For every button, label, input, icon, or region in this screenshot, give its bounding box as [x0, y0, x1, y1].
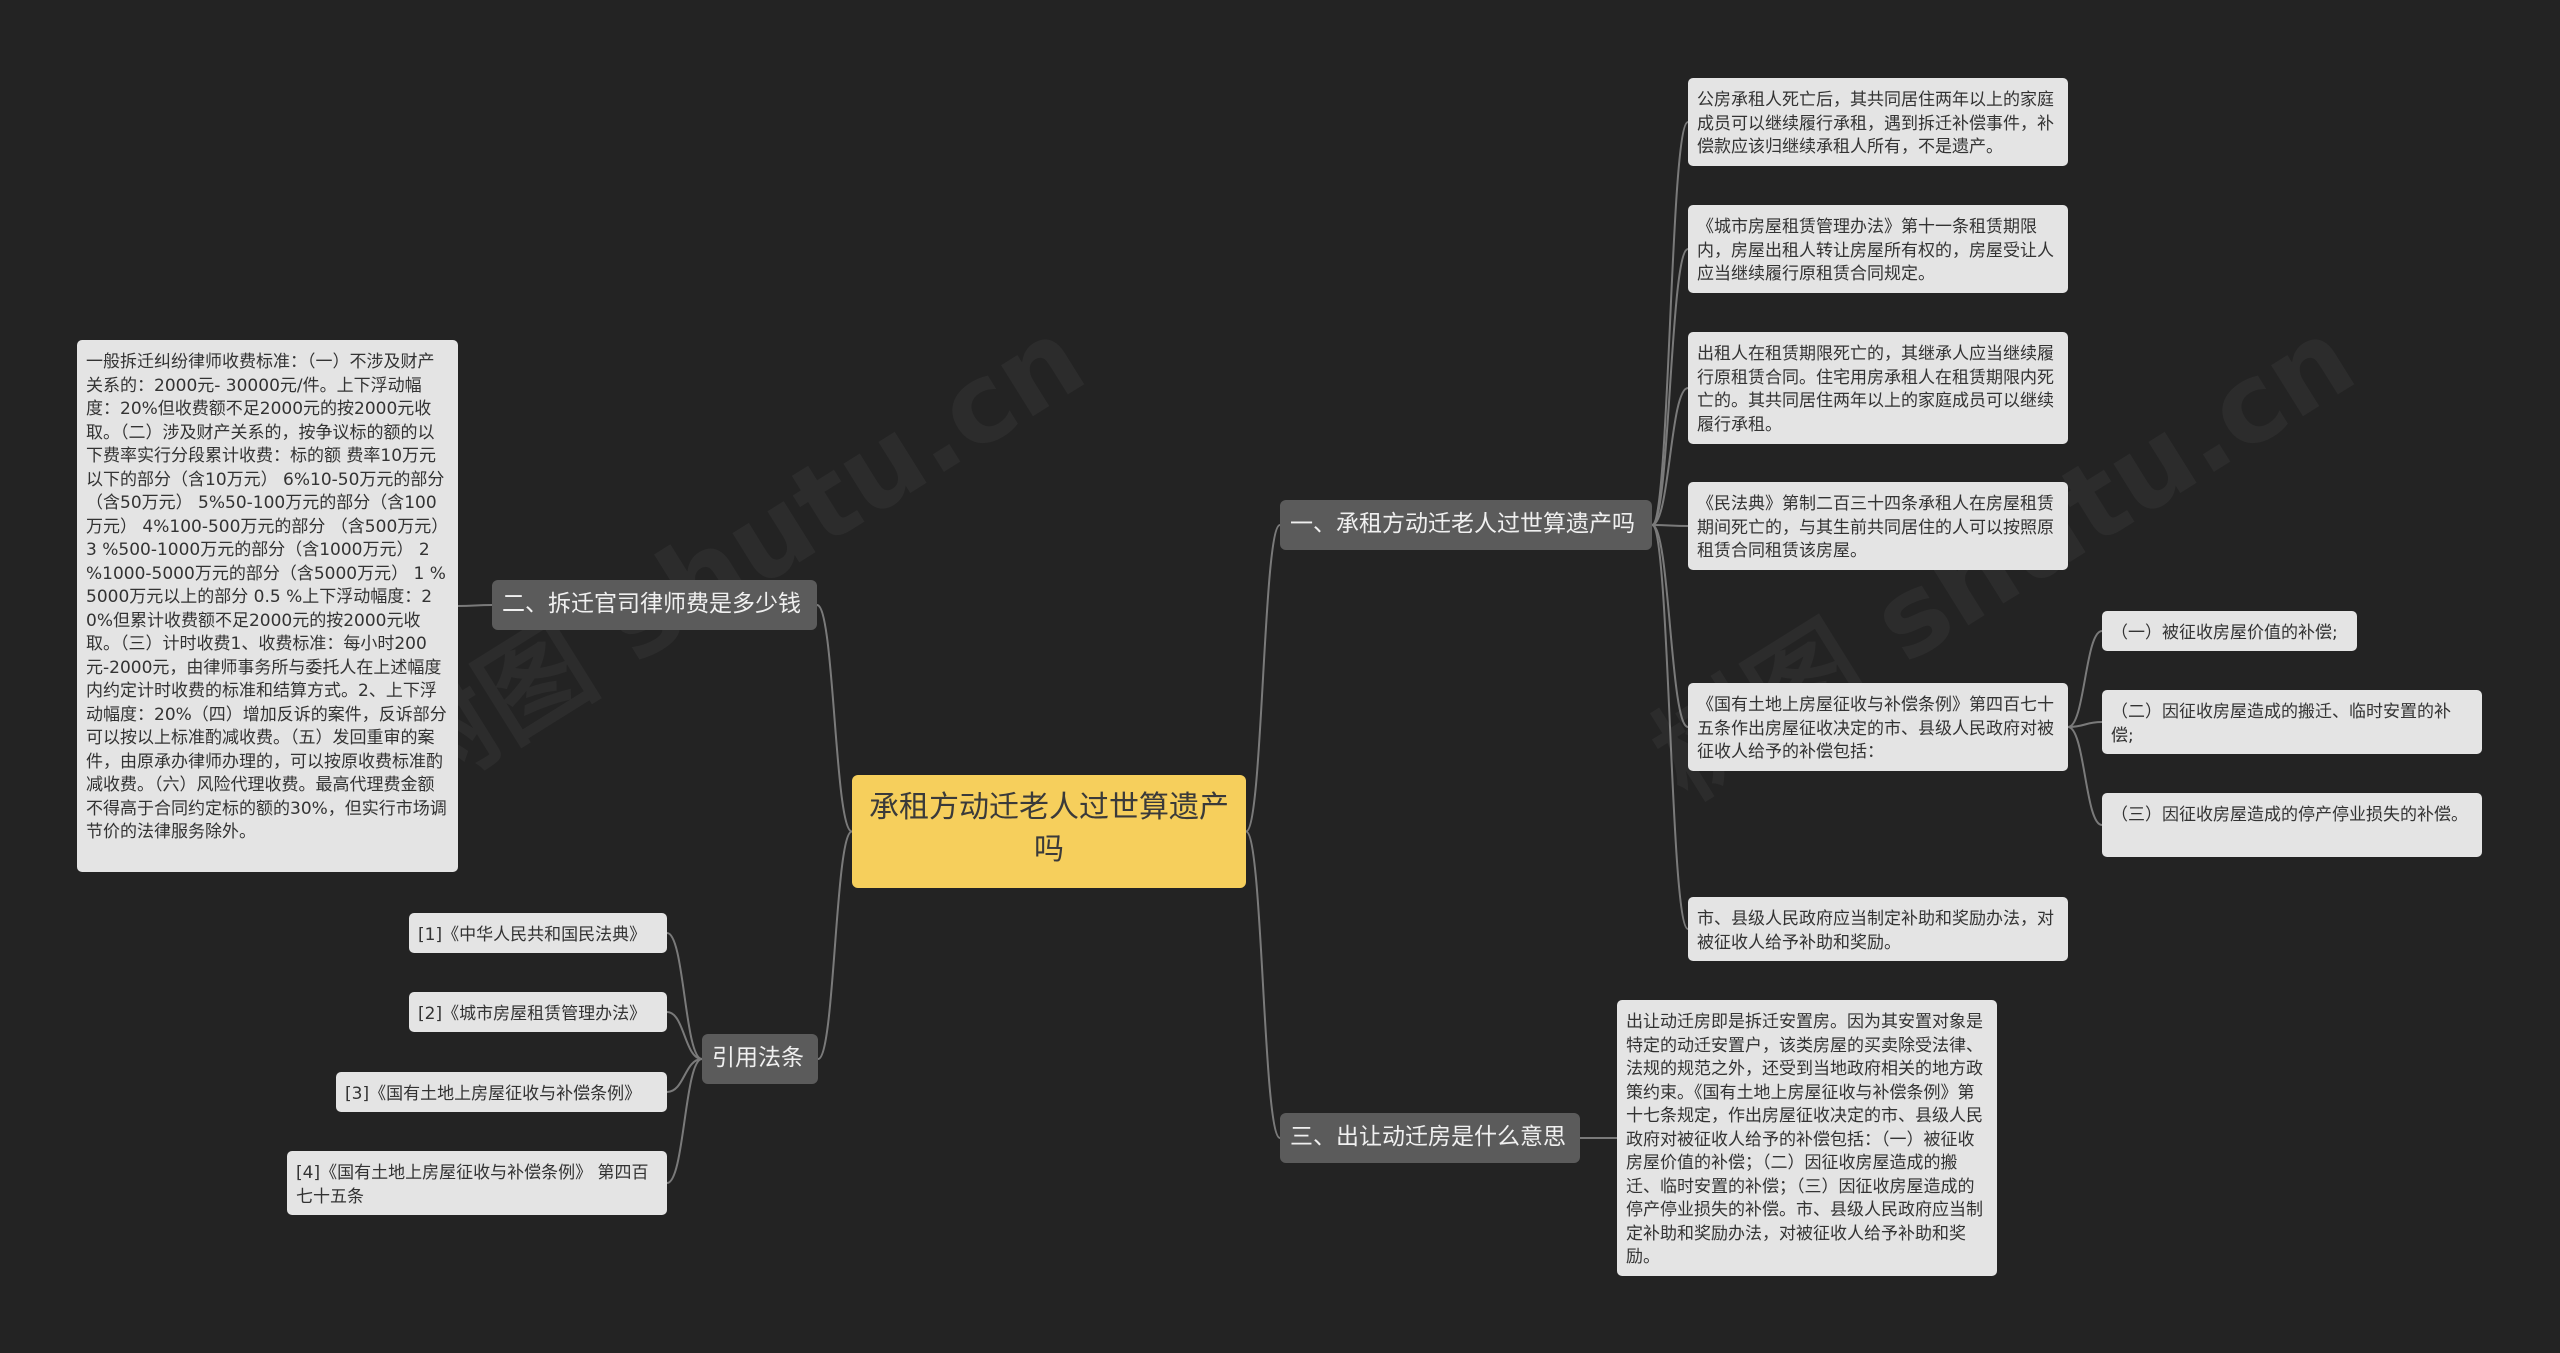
leaf-lessor-death[interactable]: 出租人在租赁期限死亡的，其继承人应当继续履行原租赁合同。住宅用房承租人在租赁期限…	[1688, 332, 2068, 444]
branch-inheritance-label: 一、承租方动迁老人过世算遗产吗	[1290, 511, 1635, 537]
sub-relocation-text: （二）因征收房屋造成的搬迁、临时安置的补偿;	[2111, 702, 2451, 746]
leaf-lawyer-fee-standard-text: 一般拆迁纠纷律师收费标准：（一）不涉及财产关系的：2000元- 30000元/件…	[86, 352, 449, 842]
sub-business-loss[interactable]: （三）因征收房屋造成的停产停业损失的补偿。	[2102, 793, 2482, 857]
leaf-civil-code[interactable]: 《民法典》第制二百三十四条承租人在房屋租赁期间死亡的，与其生前共同居住的人可以按…	[1688, 482, 2068, 570]
leaf-subsidy-rewards[interactable]: 市、县级人民政府应当制定补助和奖励办法，对被征收人给予补助和奖励。	[1688, 897, 2068, 961]
connector-line	[666, 932, 703, 1060]
ref-expropriation-regulation[interactable]: [3]《国有土地上房屋征收与补偿条例》	[336, 1072, 667, 1112]
connector-line	[816, 604, 853, 833]
connector-line	[1651, 387, 1689, 526]
connector-line	[666, 1011, 703, 1060]
leaf-subsidy-rewards-text: 市、县级人民政府应当制定补助和奖励办法，对被征收人给予补助和奖励。	[1697, 909, 2054, 953]
connector-line	[817, 830, 853, 1060]
branch-lawyer-fee-label: 二、拆迁官司律师费是多少钱	[502, 591, 801, 617]
leaf-tenant-death-text: 公房承租人死亡后，其共同居住两年以上的家庭成员可以继续履行承租，遇到拆迁补偿事件…	[1697, 90, 2054, 157]
sub-business-loss-text: （三）因征收房屋造成的停产停业损失的补偿。	[2111, 805, 2468, 825]
ref-lease-regulation[interactable]: [2]《城市房屋租赁管理办法》	[409, 992, 667, 1032]
leaf-lease-regulation[interactable]: 《城市房屋租赁管理办法》第十一条租赁期限内，房屋出租人转让房屋所有权的，房屋受让…	[1688, 205, 2068, 293]
leaf-expropriation-regulation[interactable]: 《国有土地上房屋征收与补偿条例》第四百七十五条作出房屋征收决定的市、县级人民政府…	[1688, 683, 2068, 771]
connector-line	[1651, 524, 1689, 527]
leaf-lessor-death-text: 出租人在租赁期限死亡的，其继承人应当继续履行原租赁合同。住宅用房承租人在租赁期限…	[1697, 344, 2054, 435]
branch-lawyer-fee[interactable]: 二、拆迁官司律师费是多少钱	[492, 580, 817, 630]
branch-transfer-housing[interactable]: 三、出让动迁房是什么意思	[1280, 1113, 1580, 1163]
branch-inheritance[interactable]: 一、承租方动迁老人过世算遗产吗	[1280, 500, 1652, 550]
connector-line	[2067, 726, 2103, 826]
sub-relocation[interactable]: （二）因征收房屋造成的搬迁、临时安置的补偿;	[2102, 690, 2482, 754]
ref-civil-code[interactable]: [1]《中华人民共和国民法典》	[409, 913, 667, 953]
connector-line	[2067, 630, 2103, 728]
connector-line	[2067, 721, 2103, 728]
root-topic-text: 承租方动迁老人过世算遗产吗	[869, 790, 1229, 867]
leaf-transfer-housing-detail[interactable]: 出让动迁房即是拆迁安置房。因为其安置对象是特定的动迁安置户，该类房屋的买卖除受法…	[1617, 1000, 1997, 1276]
connector-line	[1651, 524, 1689, 930]
connector-line	[457, 604, 493, 607]
leaf-tenant-death[interactable]: 公房承租人死亡后，其共同居住两年以上的家庭成员可以继续履行承租，遇到拆迁补偿事件…	[1688, 78, 2068, 166]
ref-expropriation-article-text: [4]《国有土地上房屋征收与补偿条例》 第四百七十五条	[296, 1163, 649, 1207]
leaf-lawyer-fee-standard[interactable]: 一般拆迁纠纷律师收费标准：（一）不涉及财产关系的：2000元- 30000元/件…	[77, 340, 458, 872]
root-topic[interactable]: 承租方动迁老人过世算遗产吗	[852, 775, 1246, 888]
leaf-expropriation-regulation-text: 《国有土地上房屋征收与补偿条例》第四百七十五条作出房屋征收决定的市、县级人民政府…	[1697, 695, 2054, 762]
connector-line	[666, 1058, 703, 1184]
ref-civil-code-text: [1]《中华人民共和国民法典》	[418, 925, 647, 945]
branch-cited-laws[interactable]: 引用法条	[702, 1034, 818, 1084]
connector-line	[1651, 524, 1689, 728]
leaf-lease-regulation-text: 《城市房屋租赁管理办法》第十一条租赁期限内，房屋出租人转让房屋所有权的，房屋受让…	[1697, 217, 2054, 284]
ref-expropriation-article[interactable]: [4]《国有土地上房屋征收与补偿条例》 第四百七十五条	[287, 1151, 667, 1215]
leaf-civil-code-text: 《民法典》第制二百三十四条承租人在房屋租赁期间死亡的，与其生前共同居住的人可以按…	[1697, 494, 2054, 561]
connector-line	[1245, 524, 1281, 833]
sub-house-value-text: （一）被征收房屋价值的补偿;	[2111, 623, 2338, 643]
sub-house-value[interactable]: （一）被征收房屋价值的补偿;	[2102, 611, 2357, 651]
connector-line	[666, 1058, 703, 1093]
branch-cited-laws-label: 引用法条	[712, 1045, 804, 1071]
connector-line	[1651, 121, 1689, 526]
ref-expropriation-regulation-text: [3]《国有土地上房屋征收与补偿条例》	[345, 1084, 642, 1104]
branch-transfer-housing-label: 三、出让动迁房是什么意思	[1290, 1124, 1566, 1150]
leaf-transfer-housing-detail-text: 出让动迁房即是拆迁安置房。因为其安置对象是特定的动迁安置户，该类房屋的买卖除受法…	[1626, 1012, 1983, 1267]
connector-line	[1651, 248, 1689, 526]
connector-line	[1245, 830, 1281, 1139]
ref-lease-regulation-text: [2]《城市房屋租赁管理办法》	[418, 1004, 647, 1024]
